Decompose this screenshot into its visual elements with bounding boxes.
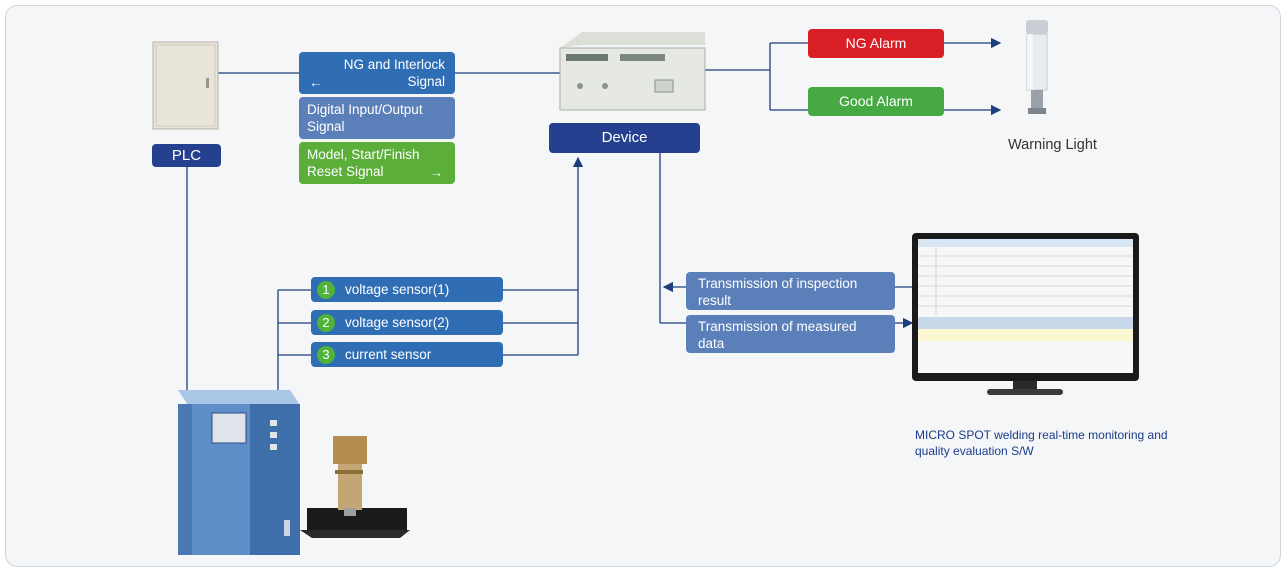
ng-interlock-arrow-row: NG and Interlock Signal bbox=[309, 56, 445, 90]
warning-light-icon bbox=[1026, 20, 1048, 114]
welding-head-icon bbox=[300, 436, 410, 538]
warning-light-label: Warning Light bbox=[1008, 137, 1097, 153]
transmission-measured: Transmission of measured data bbox=[686, 315, 895, 353]
good-alarm: Good Alarm bbox=[808, 87, 944, 116]
welder-controller-icon bbox=[178, 390, 300, 555]
ng-alarm: NG Alarm bbox=[808, 29, 944, 58]
sensor-label: voltage sensor(2) bbox=[345, 315, 450, 330]
plc-cabinet-icon bbox=[152, 41, 219, 130]
left-arrow-icon: ← bbox=[309, 75, 323, 90]
connector-lines bbox=[152, 20, 1139, 555]
sensor-number-badge: 2 bbox=[317, 314, 335, 333]
software-caption: MICRO SPOT welding real-time monitoring … bbox=[915, 427, 1185, 459]
device-text: Device bbox=[601, 129, 648, 146]
right-arrow-icon: → bbox=[429, 165, 444, 180]
transmission-inspection: Transmission of inspection result bbox=[686, 272, 895, 310]
good-alarm-text: Good Alarm bbox=[839, 93, 913, 109]
digital-io-text: Digital Input/Output Signal bbox=[307, 102, 423, 134]
software-caption-text: MICRO SPOT welding real-time monitoring … bbox=[915, 428, 1168, 458]
plc-label: PLC bbox=[152, 144, 221, 167]
ng-alarm-text: NG Alarm bbox=[845, 35, 907, 51]
ng-interlock-signal: NG and Interlock Signal ← bbox=[299, 52, 455, 94]
plc-text: PLC bbox=[171, 147, 202, 164]
sensor-number-badge: 3 bbox=[317, 346, 335, 365]
ng-interlock-text: NG and Interlock Signal bbox=[343, 57, 445, 89]
sensor-voltage-1: 1 voltage sensor(1) bbox=[311, 277, 503, 302]
sensor-label: current sensor bbox=[345, 347, 432, 362]
sensor-label: voltage sensor(1) bbox=[345, 282, 450, 297]
device-label: Device bbox=[549, 123, 700, 153]
transmission-measured-text: Transmission of measured data bbox=[698, 319, 857, 351]
model-start-signal: Model, Start/Finish Reset Signal → bbox=[299, 142, 455, 184]
monitor-icon bbox=[912, 233, 1139, 395]
device-unit-icon bbox=[559, 32, 706, 111]
digital-io-signal: Digital Input/Output Signal bbox=[299, 97, 455, 139]
sensor-number-badge: 1 bbox=[317, 281, 335, 300]
model-start-text: Model, Start/Finish Reset Signal bbox=[307, 147, 420, 179]
sensor-voltage-2: 2 voltage sensor(2) bbox=[311, 310, 503, 335]
transmission-inspection-text: Transmission of inspection result bbox=[698, 276, 858, 308]
sensor-current: 3 current sensor bbox=[311, 342, 503, 367]
